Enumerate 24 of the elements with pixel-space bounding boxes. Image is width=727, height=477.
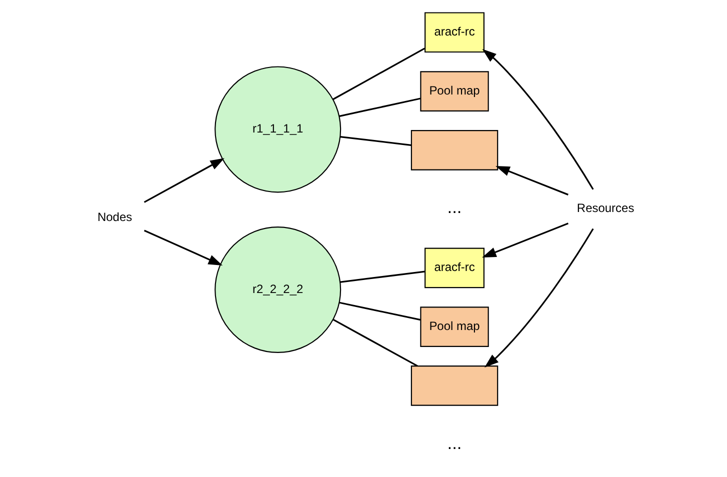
arrow [482,48,594,190]
node-box [410,366,498,406]
arrow [143,230,222,266]
label: ... [446,197,462,218]
connector [340,270,424,283]
node-box: aracf-rc [424,12,484,53]
connector [332,318,418,367]
connector [332,48,424,100]
arrow [484,228,594,368]
node-text: Nodes [96,210,132,224]
label: ... [446,432,462,453]
node-box: Pool map [420,306,488,347]
connector [338,98,420,117]
node-box: aracf-rc [424,248,484,288]
node-circle: r2_2_2_2 [214,226,341,353]
connector [340,136,411,146]
arrow [143,158,224,203]
node-box: Pool map [420,71,488,112]
node-box [410,130,498,170]
connector [338,302,420,321]
arrow [495,166,568,196]
node-text: Resources [576,201,634,216]
arrow [482,222,568,258]
node-circle: r1_1_1_1 [214,66,341,193]
